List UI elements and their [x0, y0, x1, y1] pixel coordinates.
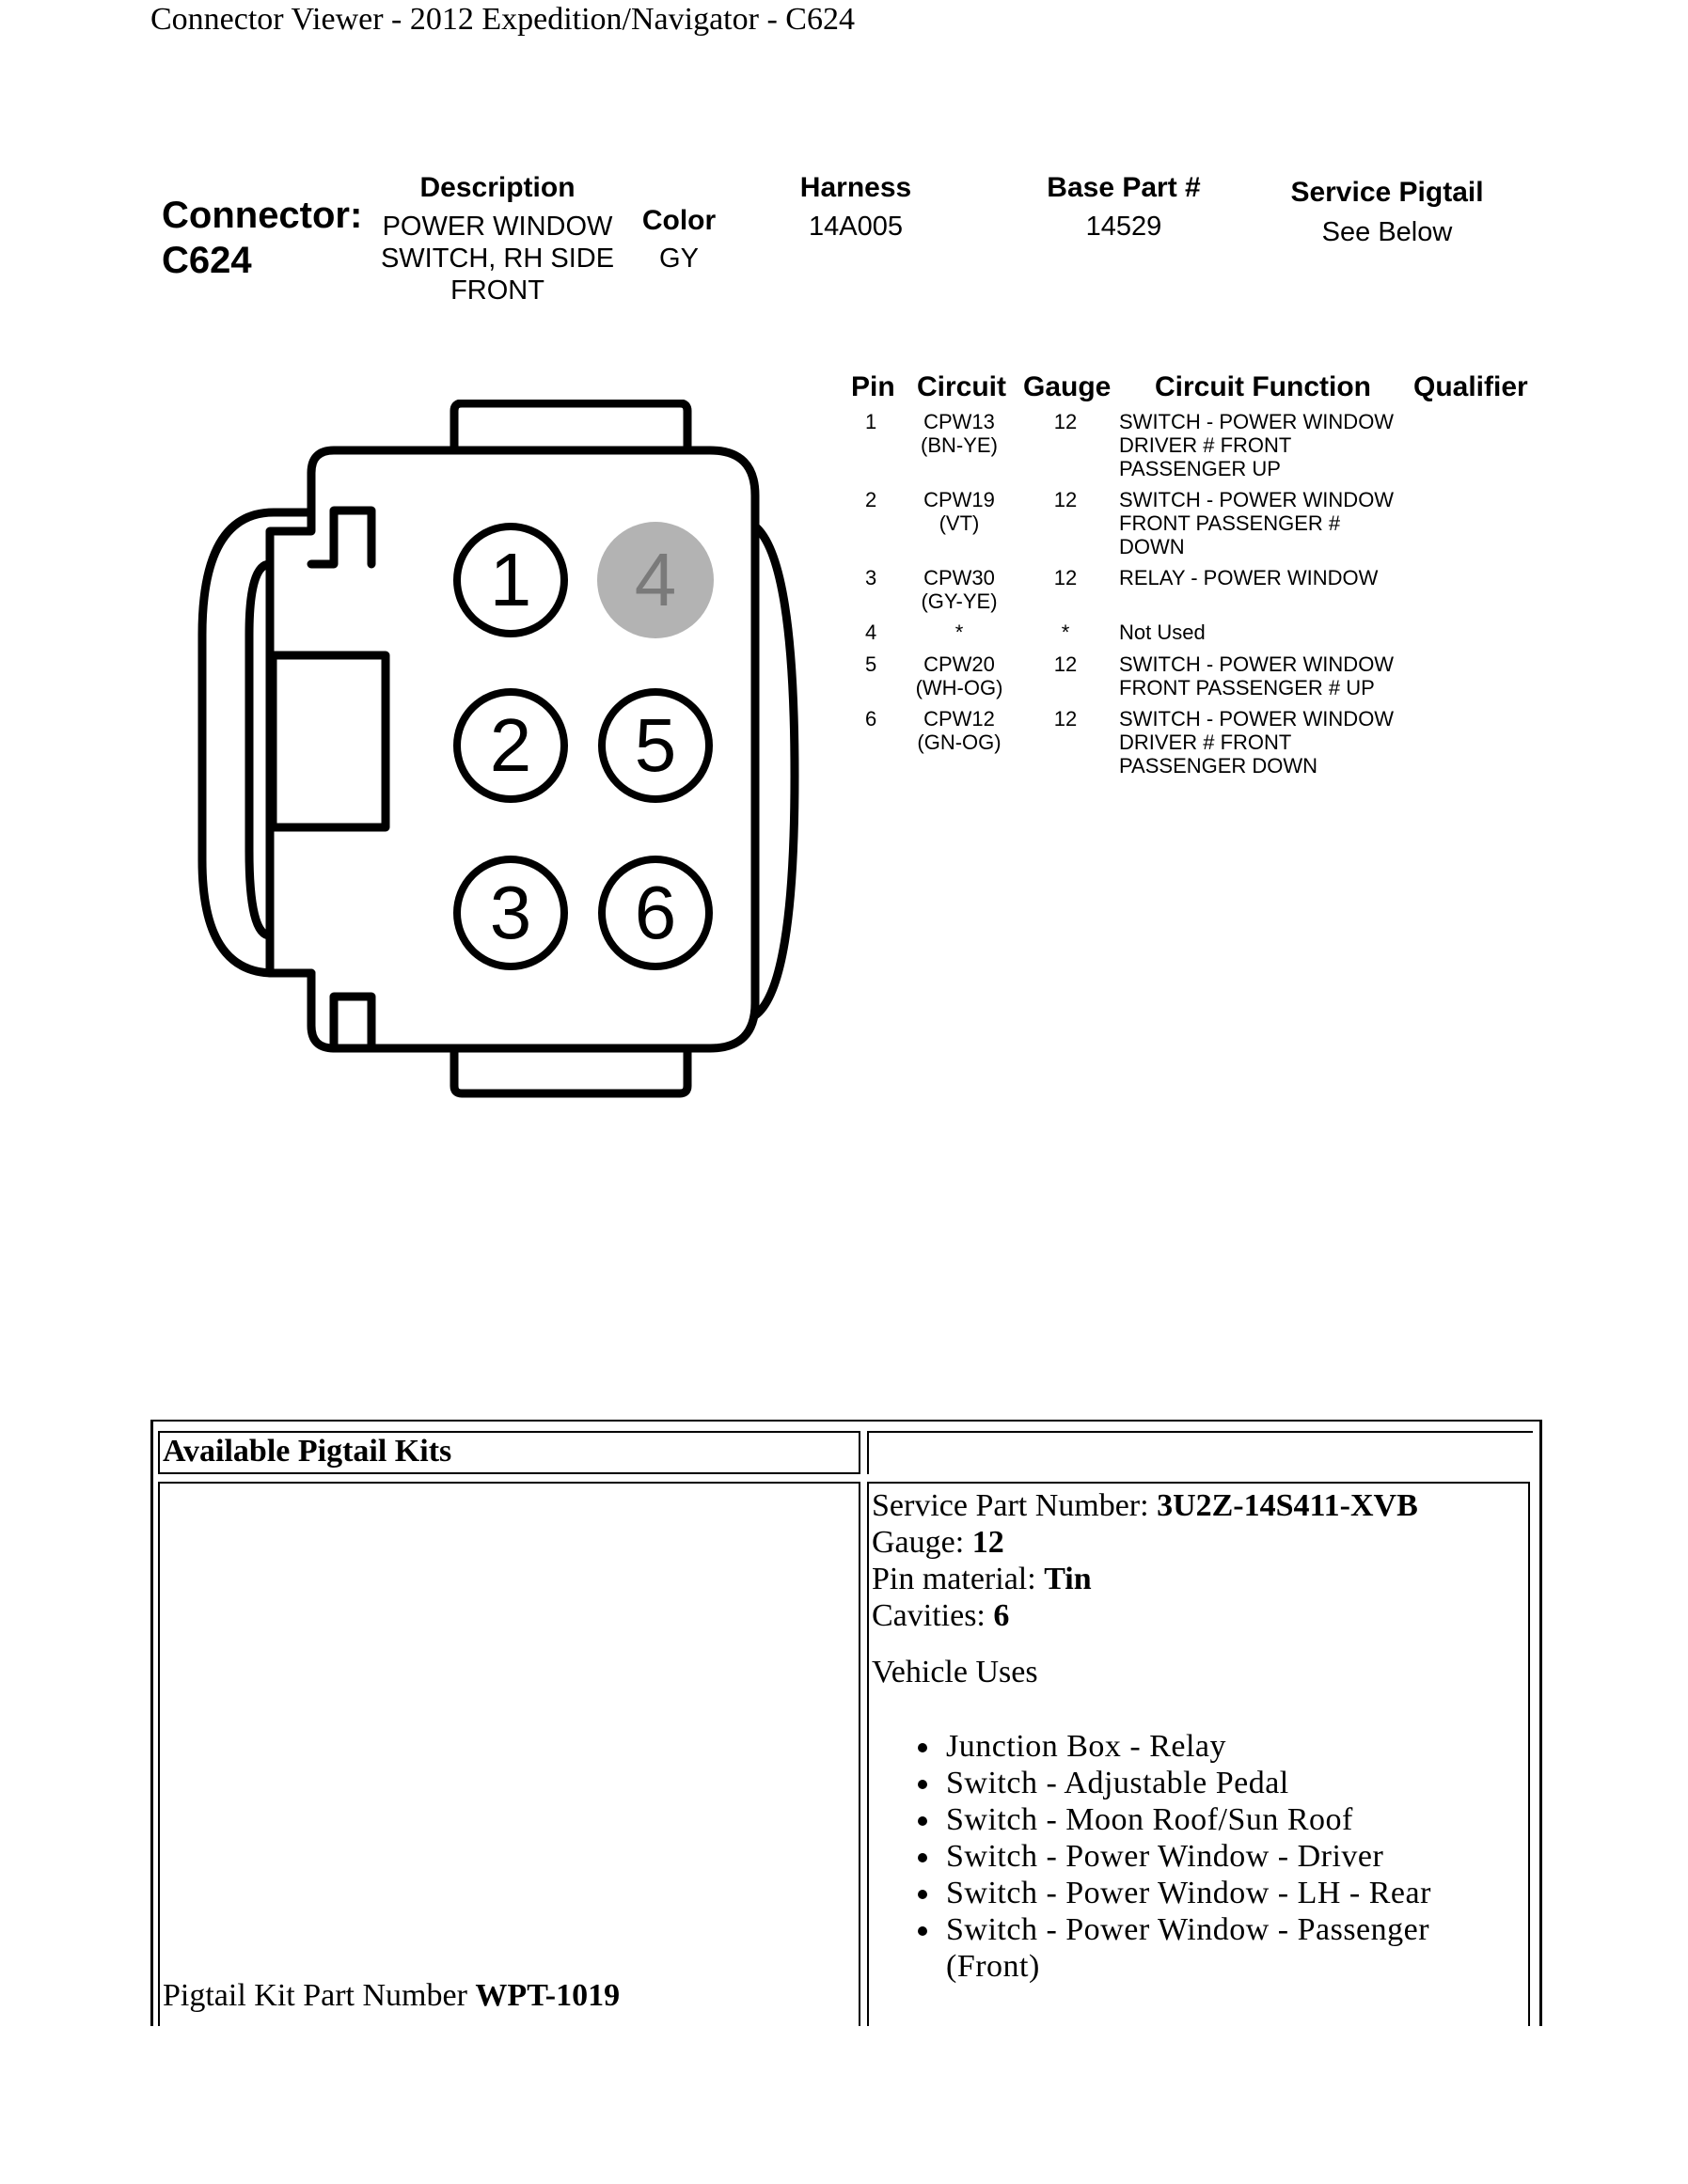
row-pin: 1	[865, 410, 877, 433]
pigtail-kit-part-number: Pigtail Kit Part Number WPT-1019	[163, 1978, 621, 2013]
description-header: Description	[419, 172, 576, 203]
pigtail-kits-table: Available Pigtail Kits Pigtail Kit Part …	[150, 1420, 1542, 2026]
pin-3: 3	[453, 856, 568, 970]
page-title: Connector Viewer - 2012 Expedition/Navig…	[150, 2, 855, 37]
service-pigtail-header: Service Pigtail	[1290, 177, 1484, 208]
pin-6: 6	[598, 856, 713, 970]
pin-table-header-qualifier: Qualifier	[1413, 371, 1528, 402]
row-gauge: 12	[1053, 410, 1078, 433]
svg-text:3: 3	[490, 871, 532, 954]
row-function: RELAY - POWER WINDOW	[1119, 566, 1379, 589]
pin-1: 1	[453, 523, 568, 637]
connector-label-block: Connector: C624	[162, 193, 362, 283]
row-gauge: *	[1061, 621, 1070, 644]
list-item: Switch - Power Window - LH - Rear	[910, 1875, 1503, 1911]
pin-table-header-pin: Pin	[851, 371, 895, 402]
cavities: Cavities: 6	[872, 1598, 1010, 1633]
pigtail-details: Service Part Number: 3U2Z-14S411-XVB Gau…	[872, 1487, 1418, 1634]
row-function: SWITCH - POWER WINDOW FRONT PASSENGER # …	[1119, 488, 1395, 558]
gauge: Gauge: 12	[872, 1525, 1004, 1560]
svg-text:5: 5	[635, 703, 677, 787]
pin-table-header-circuit: Circuit	[917, 371, 1007, 402]
row-function: SWITCH - POWER WINDOW DRIVER # FRONT PAS…	[1119, 410, 1395, 480]
base-part-value: 14529	[1085, 212, 1162, 242]
svg-text:4: 4	[635, 538, 677, 621]
list-item: Switch - Power Window - Driver	[910, 1838, 1503, 1875]
row-circuit: CPW19 (VT)	[923, 488, 995, 535]
svg-text:6: 6	[635, 871, 677, 954]
pin-table-header-gauge: Gauge	[1023, 371, 1112, 402]
vehicle-uses-list: Junction Box - Relay Switch - Adjustable…	[910, 1728, 1503, 1985]
row-pin: 3	[865, 566, 877, 589]
row-function: SWITCH - POWER WINDOW FRONT PASSENGER # …	[1119, 652, 1395, 699]
list-item: Switch - Adjustable Pedal	[910, 1765, 1503, 1801]
row-pin: 2	[865, 488, 877, 511]
vehicle-uses-label: Vehicle Uses	[872, 1655, 1038, 1689]
connector-label: Connector:	[162, 195, 363, 236]
list-item: Switch - Power Window - Passenger (Front…	[910, 1911, 1503, 1985]
svg-text:2: 2	[490, 703, 532, 787]
harness-value: 14A005	[809, 212, 903, 242]
svg-text:1: 1	[490, 538, 532, 621]
pin-4-unused: 4	[597, 522, 714, 638]
row-circuit: CPW12 (GN-OG)	[917, 707, 1002, 754]
pin-material: Pin material: Tin	[872, 1562, 1092, 1596]
row-pin: 4	[865, 621, 877, 644]
row-function: SWITCH - POWER WINDOW DRIVER # FRONT PAS…	[1119, 707, 1395, 778]
color-value: GY	[659, 244, 699, 274]
row-circuit: *	[954, 621, 964, 644]
row-gauge: 12	[1053, 566, 1078, 589]
row-pin: 6	[865, 707, 877, 731]
row-circuit: CPW30 (GY-YE)	[921, 566, 998, 613]
row-gauge: 12	[1053, 707, 1078, 731]
row-function: Not Used	[1119, 621, 1206, 644]
row-gauge: 12	[1053, 488, 1078, 511]
list-item: Junction Box - Relay	[910, 1728, 1503, 1765]
pin-2: 2	[453, 688, 568, 803]
connector-id: C624	[162, 240, 252, 281]
description-value: POWER WINDOW SWITCH, RH SIDE FRONT	[380, 212, 615, 306]
harness-header: Harness	[799, 172, 912, 203]
pigtail-section-title: Available Pigtail Kits	[163, 1434, 452, 1469]
connector-face-diagram: 1 4 2 5 3 6	[197, 400, 799, 1098]
service-part-number: Service Part Number: 3U2Z-14S411-XVB	[872, 1488, 1418, 1523]
list-item: Switch - Moon Roof/Sun Roof	[910, 1801, 1503, 1838]
base-part-header: Base Part #	[1047, 172, 1201, 203]
row-circuit: CPW20 (WH-OG)	[915, 652, 1003, 699]
color-header: Color	[641, 205, 717, 236]
row-pin: 5	[865, 652, 877, 676]
row-circuit: CPW13 (BN-YE)	[921, 410, 998, 457]
pin-5: 5	[598, 688, 713, 803]
service-pigtail-value: See Below	[1321, 217, 1453, 247]
row-gauge: 12	[1053, 652, 1078, 676]
pin-table-header-function: Circuit Function	[1155, 371, 1371, 402]
